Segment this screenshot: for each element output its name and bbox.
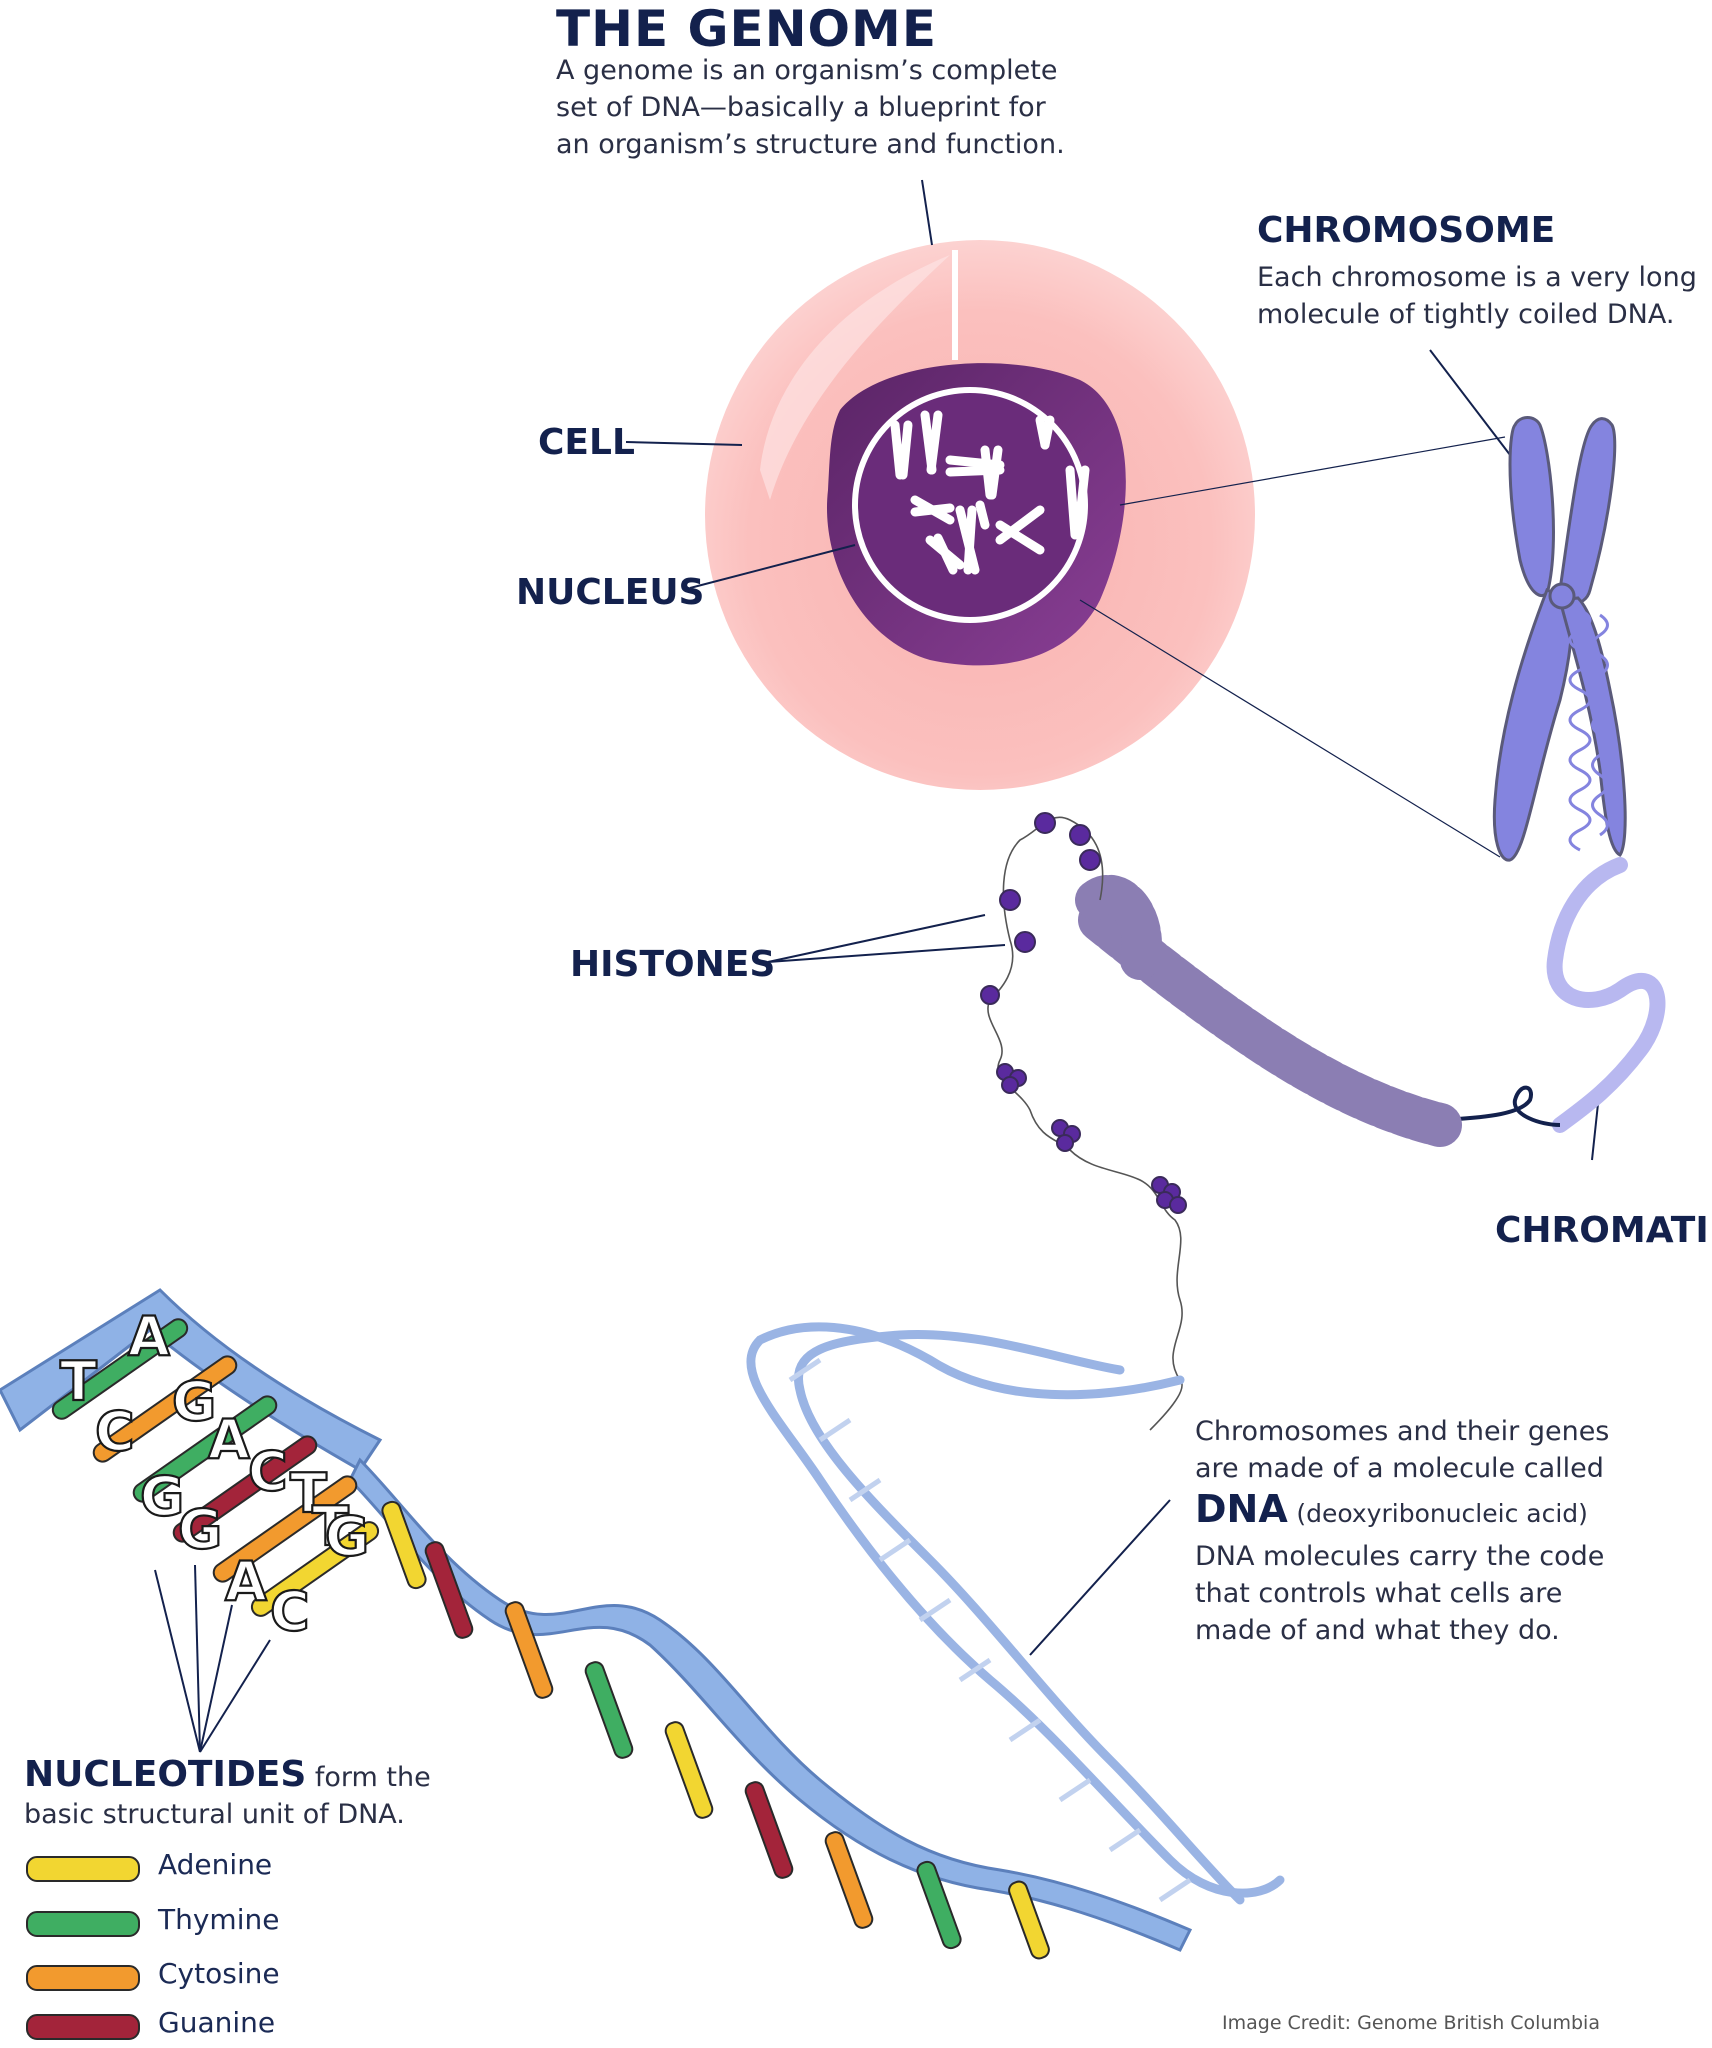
- nucleotide-bars: [51, 1318, 380, 1617]
- adenine-swatch: [26, 1856, 140, 1882]
- chromosome-shape: [1492, 416, 1627, 862]
- legend-label: Cytosine: [158, 1957, 280, 1990]
- dna-desc-line: DNA molecules carry the code: [1195, 1541, 1605, 1572]
- chromosome-heading: CHROMOSOME: [1257, 210, 1556, 251]
- dna-name-row: DNA (deoxyribonucleic acid): [1195, 1490, 1609, 1532]
- nucleotides-title: NUCLEOTIDES: [24, 1754, 307, 1795]
- letter-9: G: [178, 1498, 222, 1561]
- chromatin-label: CHROMATIN: [1495, 1210, 1712, 1251]
- letter-0: A: [128, 1305, 170, 1368]
- nucleus-label: NUCLEUS: [516, 572, 705, 613]
- dna-desc-line: made of and what they do.: [1195, 1615, 1560, 1646]
- legend-label: Adenine: [158, 1848, 273, 1881]
- dna-description: Chromosomes and their genes are made of …: [1195, 1413, 1609, 1649]
- chromosome-desc-line: Each chromosome is a very long: [1257, 262, 1697, 293]
- histone-string: [987, 816, 1183, 1431]
- letter-8: T: [312, 1495, 349, 1558]
- nucleotides-title-suffix: form the: [306, 1762, 431, 1793]
- chromosome-description: Each chromosome is a very long molecule …: [1257, 259, 1697, 333]
- foreground-dna-ribbon: [0, 1288, 1193, 1952]
- genome-description: A genome is an organism’s complete set o…: [556, 52, 1065, 163]
- genome-desc-line: set of DNA—basically a blueprint for: [556, 92, 1046, 123]
- nucleus-chromosomes: [890, 410, 1090, 575]
- dna-full-name: (deoxyribonucleic acid): [1296, 1499, 1588, 1528]
- legend-label: Guanine: [158, 2006, 276, 2039]
- leader-lines: [154, 179, 1601, 1753]
- thymine-swatch: [26, 1911, 140, 1937]
- cytosine-swatch: [26, 1965, 140, 1991]
- letter-4: A: [208, 1408, 250, 1471]
- solenoid-histones: [1075, 874, 1462, 1147]
- image-credit: Image Credit: Genome British Columbia: [1222, 2012, 1600, 2034]
- page-title: THE GENOME: [556, 0, 937, 58]
- nucleotides-heading: NUCLEOTIDES form the: [24, 1754, 431, 1795]
- chromatin-fiber: [1546, 857, 1666, 1133]
- letter-10: A: [225, 1550, 267, 1613]
- nucleotide-letters: A T G C A C T G T G A C G: [59, 1304, 371, 1644]
- guanine-swatch: [26, 2014, 140, 2040]
- cell-label: CELL: [538, 422, 635, 463]
- letter-12: G: [325, 1505, 369, 1568]
- dna-name: DNA: [1195, 1487, 1288, 1531]
- nucleus-shape: [826, 363, 1126, 666]
- foreground-dna-base-pairs: [381, 1500, 1050, 1960]
- letter-5: C: [248, 1440, 288, 1503]
- histones-label: HISTONES: [570, 944, 776, 985]
- dna-desc-line: that controls what cells are: [1195, 1578, 1563, 1609]
- genome-desc-line: A genome is an organism’s complete: [556, 55, 1058, 86]
- dna-intro-line: are made of a molecule called: [1195, 1453, 1604, 1484]
- background-dna-rungs: [788, 1357, 1192, 1903]
- histone-beads: [980, 812, 1187, 1214]
- letter-11: C: [270, 1580, 310, 1643]
- letter-1: T: [60, 1350, 97, 1413]
- uncoiled-dna-squiggle: [1568, 608, 1609, 852]
- letter-6: T: [290, 1462, 327, 1525]
- background-dna-helix: [746, 1322, 1285, 1905]
- letter-3: C: [95, 1400, 135, 1463]
- dna-intro-line: Chromosomes and their genes: [1195, 1416, 1610, 1447]
- nucleotides-description: basic structural unit of DNA.: [24, 1799, 405, 1830]
- chromosome-desc-line: molecule of tightly coiled DNA.: [1257, 299, 1675, 330]
- letter-2: G: [172, 1370, 216, 1433]
- genome-desc-line: an organism’s structure and function.: [556, 129, 1065, 160]
- chromatin-coil-end: [1439, 1085, 1561, 1127]
- legend-label: Thymine: [158, 1903, 280, 1936]
- letter-7: G: [140, 1465, 184, 1528]
